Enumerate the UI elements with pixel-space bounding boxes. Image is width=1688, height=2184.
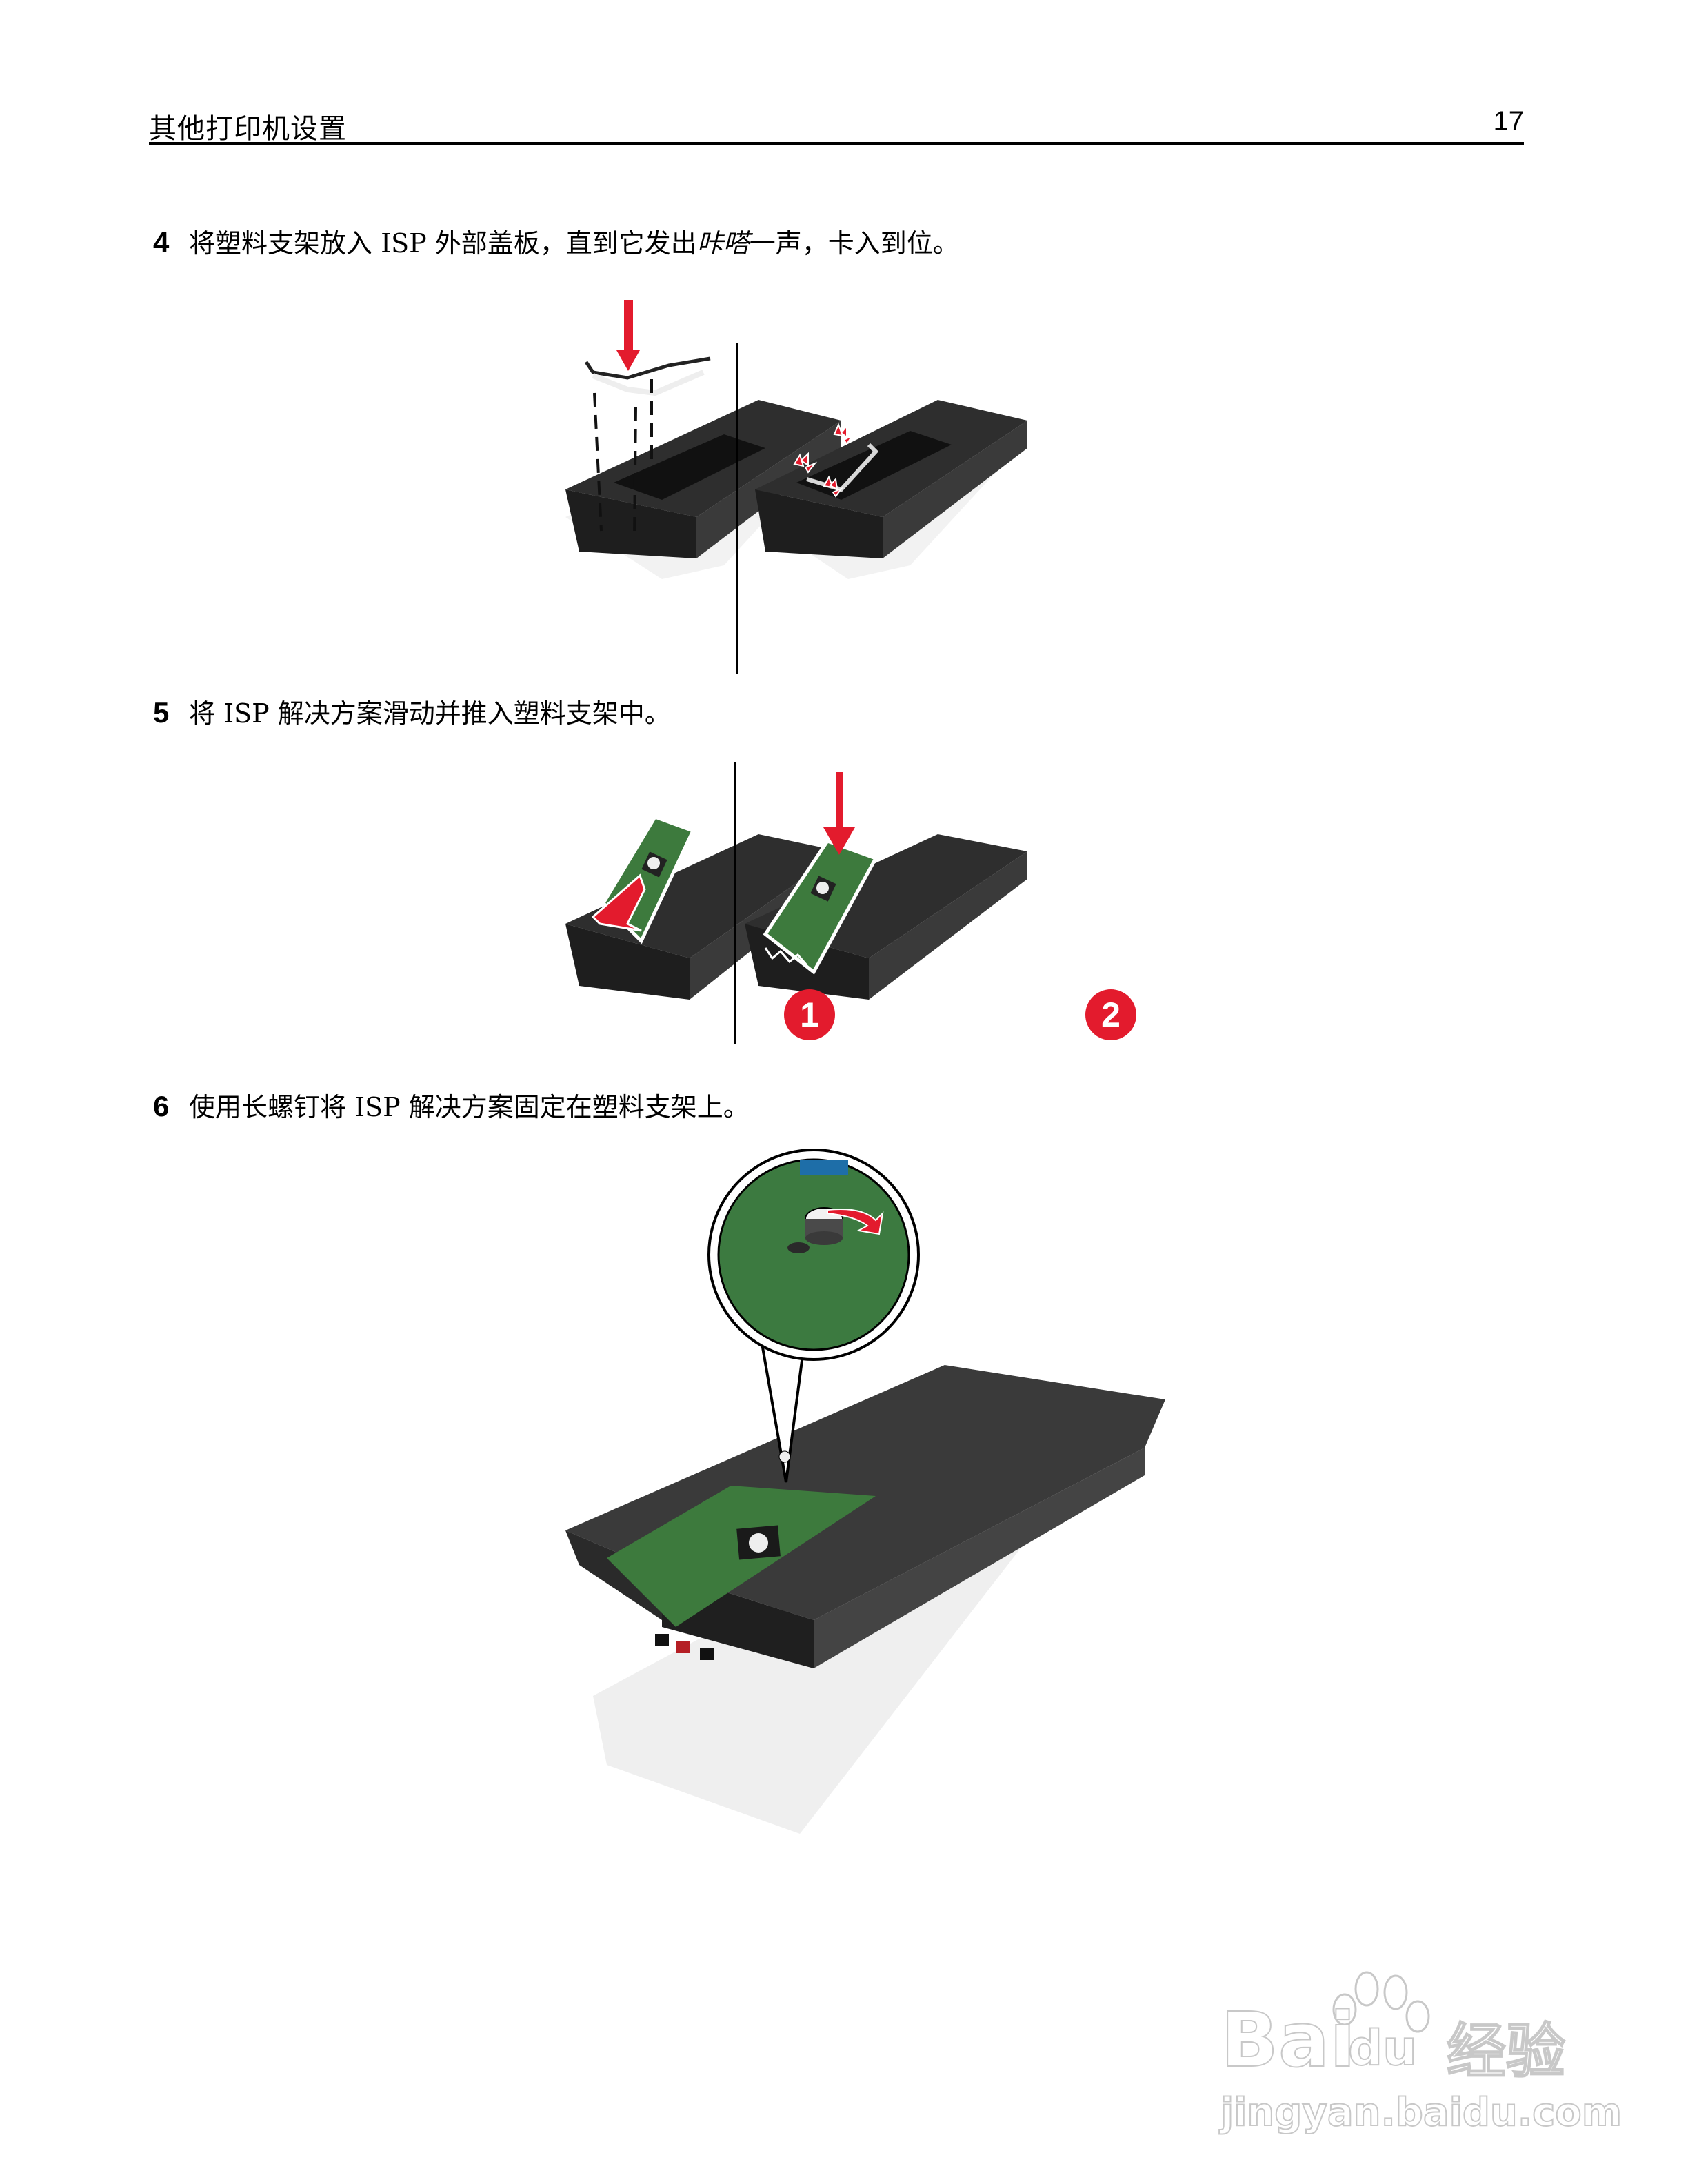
step-text-after: 一声，卡入到位。 bbox=[749, 228, 959, 259]
paw-logo-icon bbox=[1332, 1971, 1430, 2033]
page-number: 17 bbox=[1493, 106, 1525, 136]
step-6: 6 使用长螺钉将 ISP 解决方案固定在塑料支架上。 bbox=[153, 1086, 750, 1124]
step-number: 4 bbox=[153, 226, 170, 259]
step-4: 4 将塑料支架放入 ISP 外部盖板，直到它发出咔嗒一声，卡入到位。 bbox=[153, 222, 959, 260]
step-number: 5 bbox=[153, 696, 170, 729]
watermark-product: 经验 bbox=[1446, 2016, 1566, 2087]
header-rule bbox=[149, 142, 1524, 145]
watermark-url: jingyan.baidu.com bbox=[1220, 2090, 1622, 2136]
illustration-svg bbox=[565, 300, 1027, 579]
page-header: 其他打印机设置 17 bbox=[149, 102, 1525, 145]
figure-divider bbox=[736, 343, 738, 674]
callout-badge-1: 1 bbox=[784, 989, 835, 1040]
section-title: 其他打印机设置 bbox=[149, 113, 347, 145]
step-number: 6 bbox=[153, 1090, 170, 1122]
illustration-svg bbox=[565, 1149, 1165, 1834]
watermark-brand-paw: du bbox=[1347, 2019, 1418, 2077]
baidu-jingyan-watermark: Bai du 经验 jingyan.baidu.com bbox=[1193, 1930, 1622, 2137]
secure-isp-with-long-screw-illustration bbox=[552, 1144, 1172, 1903]
callout-badge-2: 2 bbox=[1085, 989, 1136, 1040]
slide-and-push-isp-into-bracket-illustration: 1 2 bbox=[552, 751, 1172, 1055]
step-text-before: 将塑料支架放入 ISP 外部盖板，直到它发出 bbox=[189, 228, 697, 259]
step-instruction: 将 ISP 解决方案滑动并推入塑料支架中。 bbox=[189, 698, 671, 729]
step-instruction: 使用长螺钉将 ISP 解决方案固定在塑料支架上。 bbox=[189, 1092, 750, 1122]
step-instruction: 将塑料支架放入 ISP 外部盖板，直到它发出咔嗒一声，卡入到位。 bbox=[189, 222, 959, 260]
watermark-brand: Bai bbox=[1220, 1995, 1356, 2085]
plastic-bracket-into-isp-cover-illustration bbox=[552, 290, 1172, 676]
step-text-emphasis: 咔嗒 bbox=[696, 228, 750, 259]
figure-divider bbox=[734, 762, 736, 1044]
illustration-svg bbox=[565, 772, 1027, 1000]
step-5: 5 将 ISP 解决方案滑动并推入塑料支架中。 bbox=[153, 692, 671, 730]
